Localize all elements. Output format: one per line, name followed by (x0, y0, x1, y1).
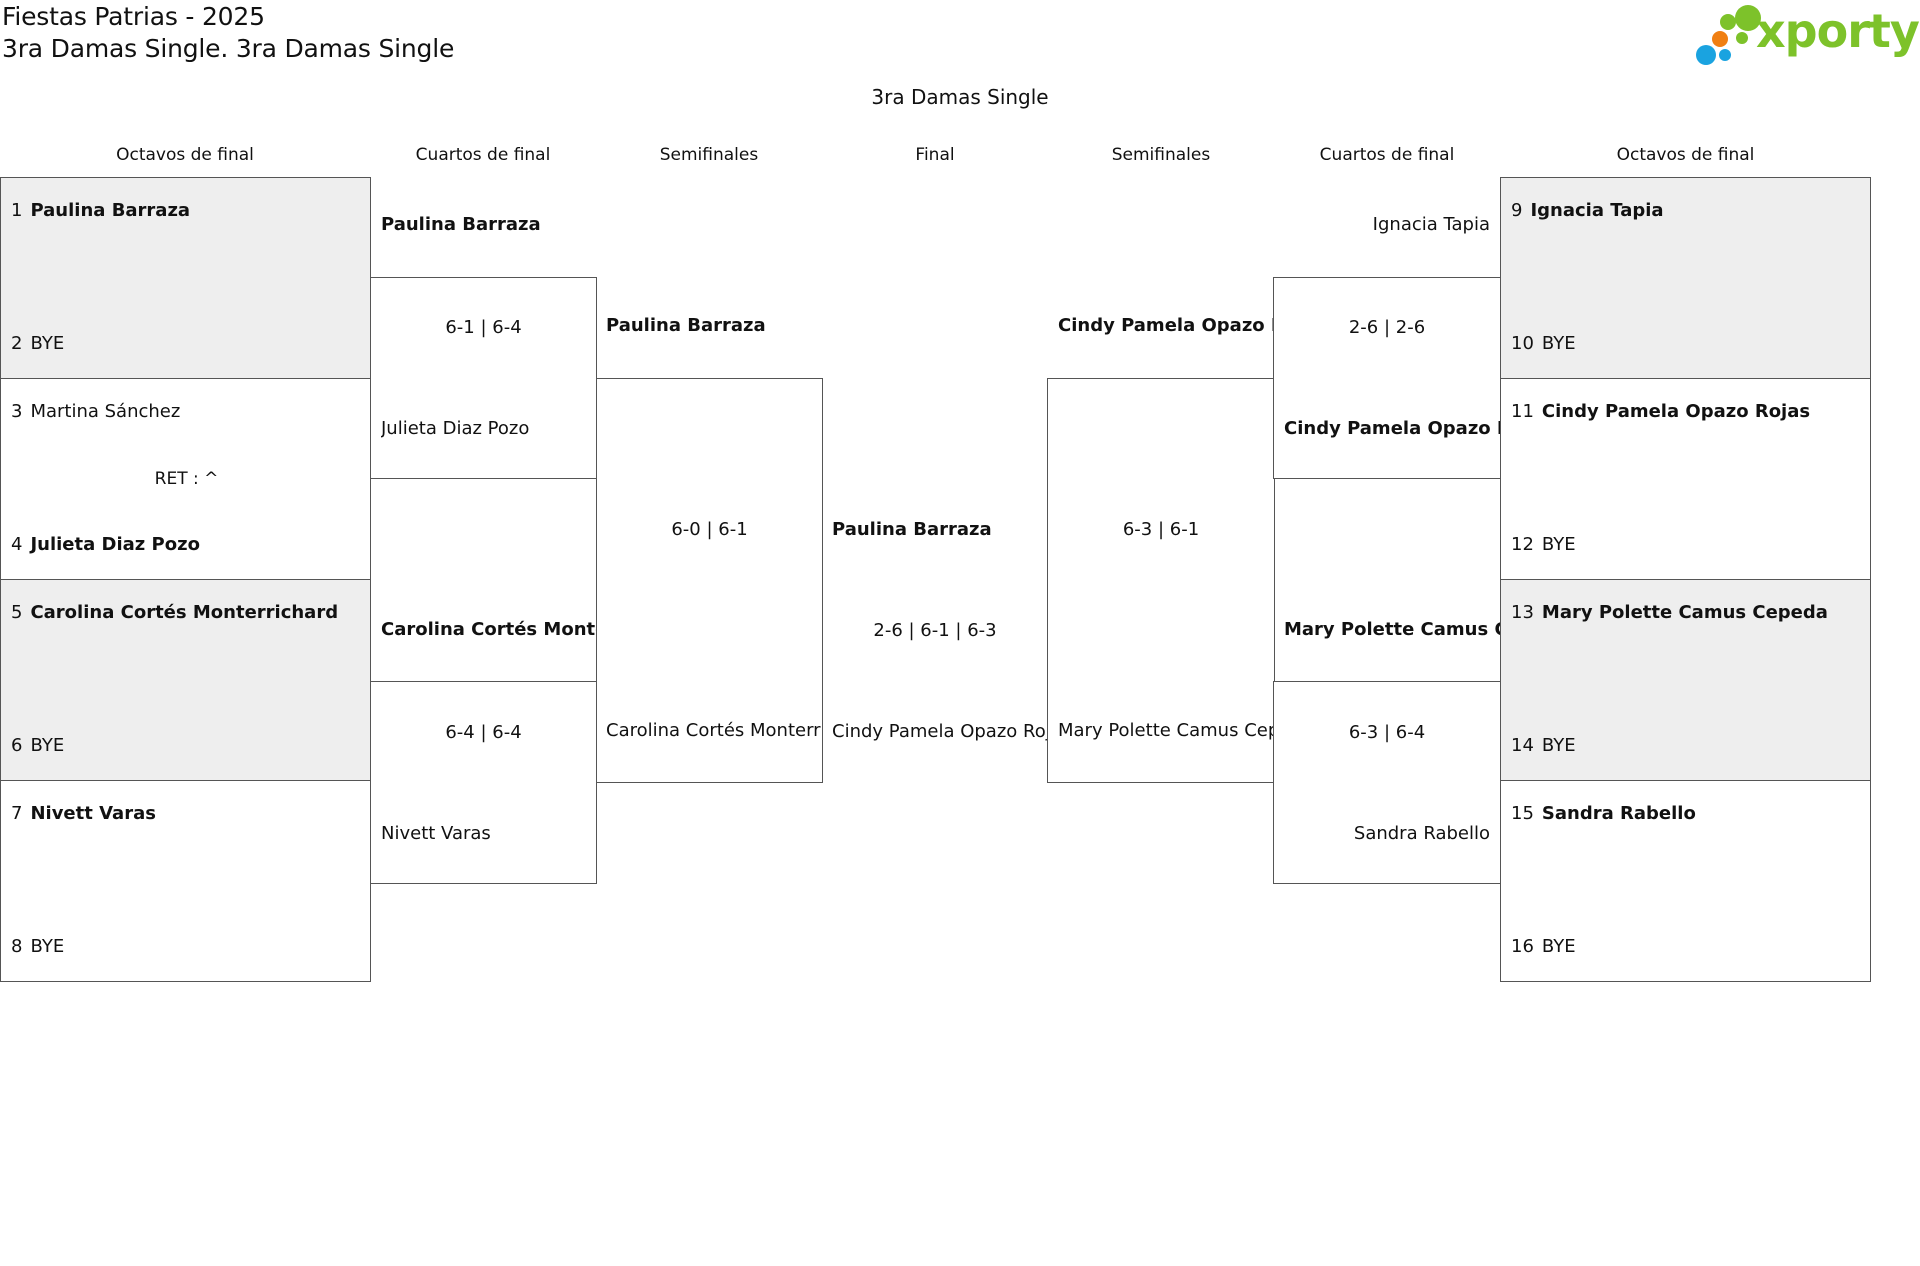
round-label-qf-right: Cuartos de final (1319, 145, 1455, 165)
round-label-sf-left: Semifinales (659, 145, 759, 165)
match-score: 6-4 | 6-4 (445, 722, 522, 743)
match-score: 6-3 | 6-4 (1348, 722, 1426, 743)
category-title: 3ra Damas Single. 3ra Damas Single (2, 34, 455, 63)
round-label-r16-right: Octavos de final (1616, 145, 1755, 165)
round-label-qf-left: Cuartos de final (415, 145, 551, 165)
match-score: 6-3 | 6-1 (1122, 519, 1200, 540)
qf-player-winner: Cindy Pamela Opazo Rojas (1284, 418, 1500, 439)
qf-player: Nivett Varas (381, 823, 491, 844)
final-player-winner: Paulina Barraza (832, 519, 992, 540)
final-player: Cindy Pamela Opazo Rojas (832, 721, 1048, 742)
round-label-sf-right: Semifinales (1111, 145, 1211, 165)
qf-bracket-box: 6-3 | 6-4 Sandra Rabello (1273, 681, 1501, 884)
sf-player: Mary Polette Camus Cepeda (1058, 720, 1274, 741)
qf-bracket-box: 6-4 | 6-4 Nivett Varas (370, 681, 597, 884)
qf-bracket-box: 6-1 | 6-4 Julieta Diaz Pozo (370, 277, 597, 479)
qf-player: Sandra Rabello (1353, 823, 1490, 844)
qf-player: Ignacia Tapia (1372, 214, 1490, 235)
qf-player-winner: Mary Polette Camus Cepeda (1284, 619, 1500, 640)
sf-player: Carolina Cortés Monterrichard (606, 720, 822, 741)
qf-player-winner: Carolina Cortés Monterrichard (381, 619, 596, 640)
match-score: 6-1 | 6-4 (445, 317, 522, 338)
round-label-final: Final (915, 145, 955, 165)
match-score: 6-0 | 6-1 (671, 519, 748, 540)
xporty-logo: xporty (1690, 2, 1920, 68)
sf-player-winner: Paulina Barraza (606, 315, 766, 336)
qf-bracket-box: 2-6 | 2-6 Cindy Pamela Opazo Rojas (1273, 277, 1501, 479)
sf-bracket-box: 6-3 | 6-1 Mary Polette Camus Cepeda (1047, 378, 1275, 783)
qf-player-winner: Paulina Barraza (381, 214, 541, 235)
qf-player: Julieta Diaz Pozo (381, 418, 530, 439)
sf-player-winner: Cindy Pamela Opazo Rojas (1058, 315, 1274, 336)
event-title: Fiestas Patrias - 2025 (2, 2, 265, 31)
sf-bracket-box: 6-0 | 6-1 Carolina Cortés Monterrichard (596, 378, 823, 783)
round-label-r16-left: Octavos de final (116, 145, 254, 165)
final-score: 2-6 | 6-1 | 6-3 (873, 620, 997, 641)
retirement-note: RET : ^ (154, 469, 219, 489)
logo-text: xporty (1756, 4, 1920, 58)
draw-title: 3ra Damas Single (871, 85, 1049, 109)
match-score: 2-6 | 2-6 (1348, 317, 1426, 338)
logo-dots-icon (1696, 5, 1761, 65)
